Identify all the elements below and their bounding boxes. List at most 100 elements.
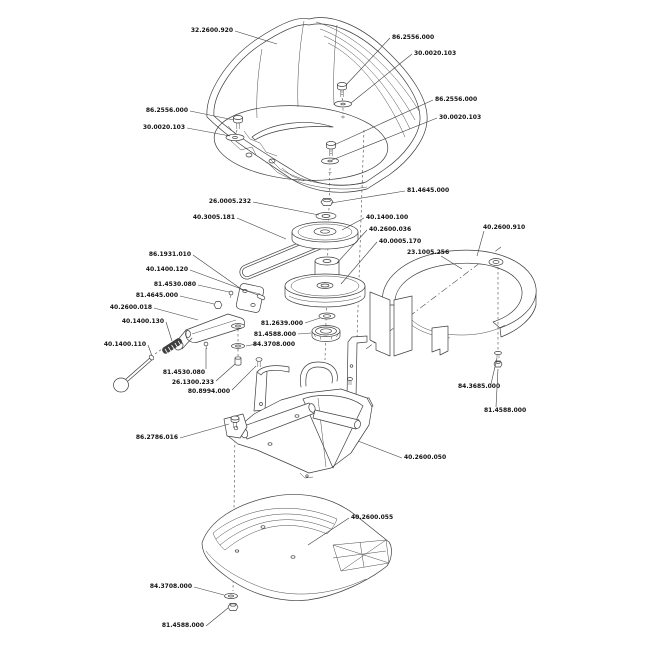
seat-washer-left: [225, 133, 245, 142]
leader-line: [236, 217, 287, 240]
seat-rib-slot: [251, 122, 334, 141]
frame-left-tab: [223, 413, 248, 439]
leader-line: [192, 254, 245, 292]
frame-funnel: [302, 395, 364, 469]
seat-mount-brackets: [227, 125, 305, 182]
leader-line: [307, 517, 350, 546]
leader-line: [193, 586, 225, 596]
part-label: 30.0020.103: [143, 124, 185, 131]
arm-spacer: [234, 356, 242, 366]
part-label: 40.3005.181: [193, 214, 235, 221]
leader-line: [231, 365, 257, 391]
part-label: 40.2600.018: [110, 304, 152, 311]
leader-line: [350, 53, 413, 104]
part-label: 40.1400.110: [104, 341, 146, 348]
arm-washer-bottom: [231, 343, 245, 349]
part-label: 32.2600.920: [191, 27, 233, 34]
leader-line: [147, 344, 153, 357]
leader-line: [205, 607, 229, 627]
idler-pin: [256, 293, 266, 301]
part-label: 40.2600.036: [369, 226, 411, 233]
part-label: 84.3708.000: [150, 583, 192, 590]
leader-line: [234, 30, 278, 45]
leader-line: [495, 368, 499, 408]
frame-left-arm: [253, 365, 290, 412]
leader-line: [197, 284, 230, 293]
frame-handle-loop: [299, 361, 338, 388]
deck-frame: [223, 335, 374, 479]
spindle-bearing: [311, 325, 341, 342]
arm-washer-top: [231, 323, 245, 329]
part-label: 23.1005.256: [407, 249, 449, 256]
leader-line: [189, 269, 259, 296]
leader-line: [357, 440, 403, 459]
part-label: 40.1400.130: [122, 318, 164, 325]
part-label: 81.4645.000: [407, 187, 449, 194]
frame-pan: [227, 388, 373, 474]
part-label: 84.3685.000: [458, 383, 500, 390]
part-label: 40.2600.910: [483, 224, 525, 231]
part-labels-layer: 32.2600.920 86.2556.000 30.0020.103 86.2556…: [104, 27, 526, 629]
part-label: 40.2600.050: [404, 454, 446, 461]
seat-panel: [206, 17, 428, 193]
seat-screw-left: [233, 115, 243, 135]
spindle-hex-nut: [320, 198, 334, 206]
part-label: 40.1400.120: [146, 266, 188, 273]
leader-line: [341, 217, 365, 231]
leader-line: [165, 321, 173, 342]
leader-line: [186, 127, 231, 137]
seat-washer-top: [334, 100, 352, 119]
leader-line: [345, 37, 391, 86]
shell-rim-arcs: [212, 508, 338, 551]
frame-screw: [230, 415, 240, 428]
frame-support-bar: [312, 409, 361, 430]
part-label: 86.2556.000: [435, 96, 477, 103]
leader-line: [179, 295, 215, 305]
part-label: 86.2556.000: [146, 107, 188, 114]
leader-line: [179, 423, 230, 439]
part-label: 86.1931.010: [149, 251, 191, 258]
frame-shoulder-bolt: [255, 357, 263, 367]
part-label: 81.4530.080: [163, 369, 205, 376]
small-washer: [318, 312, 336, 320]
leader-line: [440, 255, 463, 270]
leader-line: [304, 317, 321, 324]
leader-line: [476, 230, 485, 257]
part-label: 81.4588.000: [162, 622, 204, 629]
rod-knob: [113, 377, 129, 393]
shell-nut: [227, 603, 239, 611]
part-label: 40.1400.100: [366, 214, 408, 221]
chute-side-plate-front: [369, 291, 391, 357]
chute-lower-plate: [431, 325, 449, 356]
part-label: 81.4645.000: [136, 292, 178, 299]
part-label: 26.1300.233: [172, 379, 214, 386]
leader-line: [333, 99, 434, 146]
arm-bolt: [203, 341, 209, 350]
leader-line: [252, 201, 320, 216]
part-label: 86.2556.000: [392, 34, 434, 41]
leader-line: [245, 343, 258, 347]
part-label: 81.4588.000: [484, 407, 526, 414]
chute-bolt: [494, 351, 502, 358]
leader-line: [336, 229, 368, 264]
discharge-chute: [369, 249, 537, 357]
idler-hex-nut: [213, 301, 223, 309]
shell-washer: [224, 593, 238, 599]
upper-pulley: [291, 221, 359, 250]
chute-side-plate-rear: [393, 295, 413, 357]
seat-washer-right: [321, 157, 339, 173]
deck-shell: [201, 494, 392, 601]
lower-pulley: [284, 273, 366, 308]
part-label: 81.4588.000: [254, 331, 296, 338]
leader-line: [297, 332, 312, 335]
shell-discharge-louver: [332, 539, 390, 572]
leader-line: [330, 190, 406, 204]
leader-line: [490, 357, 498, 385]
tension-spring: [162, 338, 183, 356]
spindle-flat-washer: [315, 212, 337, 220]
part-label: 80.8994.000: [188, 388, 230, 395]
part-label: 86.2786.016: [136, 434, 178, 441]
part-label: 30.0020.103: [439, 114, 481, 121]
part-label: 26.0005.232: [209, 198, 251, 205]
